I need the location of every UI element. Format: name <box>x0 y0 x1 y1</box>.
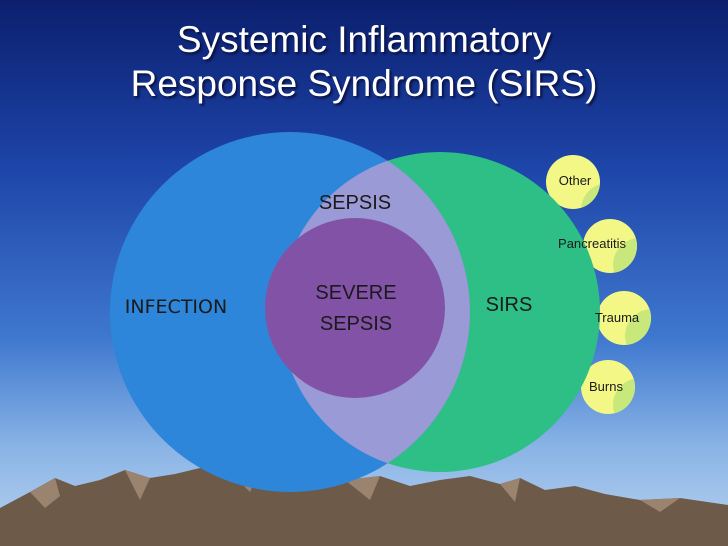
sepsis-label: SEPSIS <box>319 192 391 214</box>
slide-title: Systemic Inflammatory Response Syndrome … <box>0 18 728 106</box>
title-line-2: Response Syndrome (SIRS) <box>130 63 598 104</box>
cause-circle-pancreatitis <box>583 219 637 273</box>
severe-sepsis-label-line-1: SEVERE <box>315 282 396 304</box>
cause-circle-trauma <box>597 291 651 345</box>
severe-sepsis-label-line-2: SEPSIS <box>320 313 392 335</box>
cause-circle-burns <box>581 360 635 414</box>
cause-label-burns: Burns <box>589 379 623 394</box>
title-line-1: Systemic Inflammatory <box>176 19 552 60</box>
cause-label-pancreatitis: Pancreatitis <box>558 236 626 251</box>
sirs-label: SIRS <box>486 294 533 316</box>
mountain-range <box>0 468 728 546</box>
cause-circle-other <box>546 155 600 209</box>
severe-sepsis-circle <box>265 218 445 398</box>
infection-label: INFECTION <box>125 296 227 318</box>
cause-label-trauma: Trauma <box>595 310 640 325</box>
cause-label-other: Other <box>559 173 592 188</box>
mountain-highlights <box>30 470 680 512</box>
